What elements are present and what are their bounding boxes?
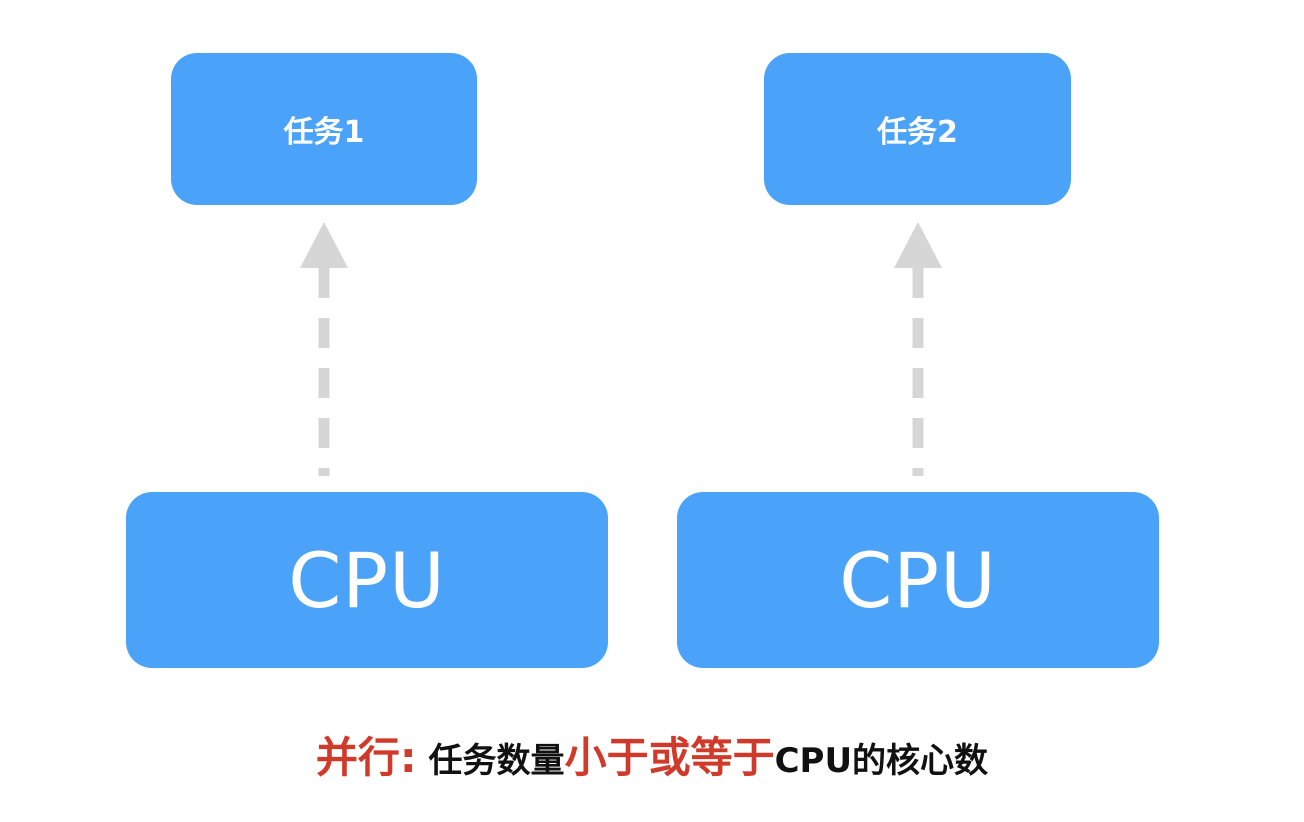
caption-part-2: CPU的核心数 xyxy=(774,741,989,781)
cpu-label-2: CPU xyxy=(839,535,997,625)
caption-part-1: 任务数量 xyxy=(416,741,565,781)
arrow-head-1 xyxy=(300,222,348,268)
arrow-head-2 xyxy=(894,222,942,268)
caption: 并行: 任务数量小于或等于CPU的核心数 xyxy=(0,728,1304,797)
task-box-1: 任务1 xyxy=(171,53,477,205)
caption-emphasis: 小于或等于 xyxy=(564,733,775,782)
cpu-box-2: CPU xyxy=(677,492,1159,668)
task-box-2: 任务2 xyxy=(764,53,1071,205)
dashed-arrow-2 xyxy=(894,222,942,476)
task-label-2: 任务2 xyxy=(877,115,958,150)
task-label-1: 任务1 xyxy=(283,115,365,150)
caption-term: 并行: xyxy=(315,733,417,782)
cpu-label-1: CPU xyxy=(288,535,446,625)
dashed-arrow-1 xyxy=(300,222,348,476)
cpu-box-1: CPU xyxy=(126,492,608,668)
